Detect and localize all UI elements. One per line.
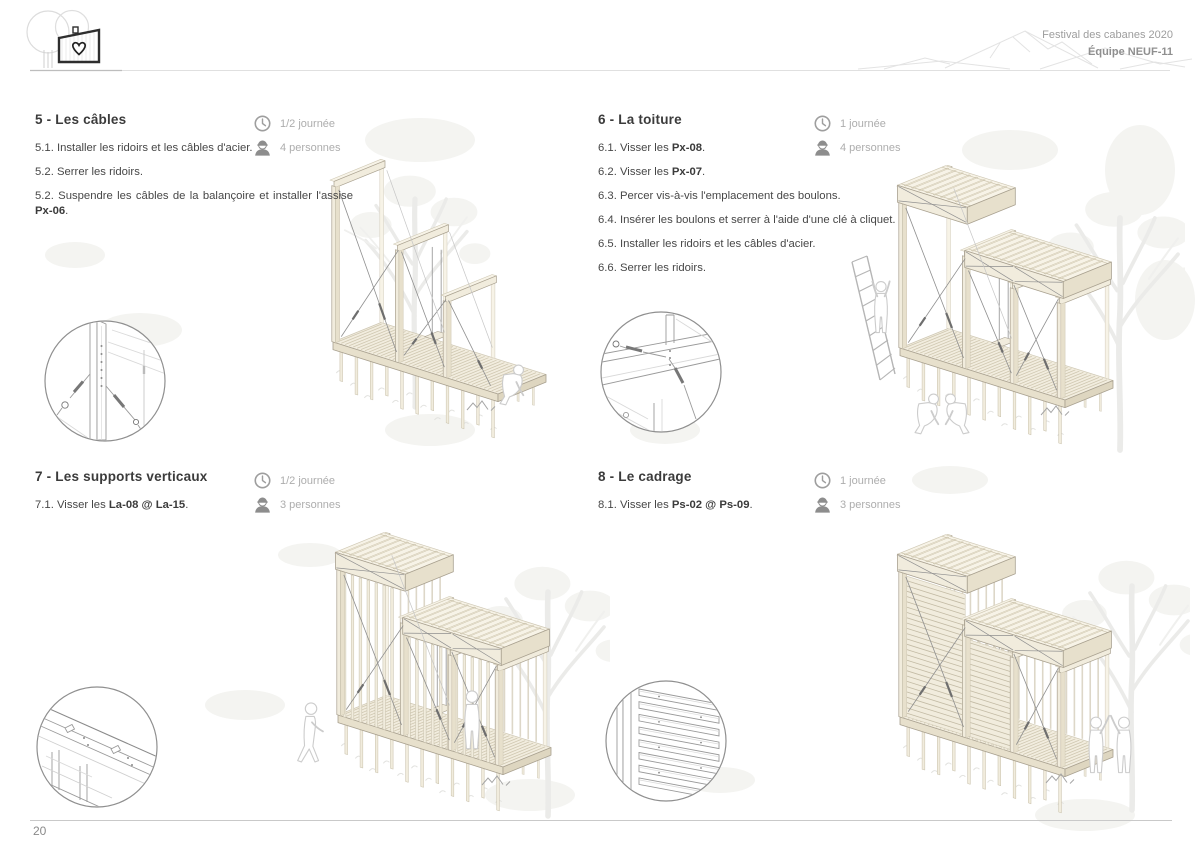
section-6-steps: 6.1. Visser les Px-08. 6.2. Visser les P… (598, 141, 916, 275)
assembly-drawing-6 (851, 165, 1185, 453)
mountains-decoration (857, 30, 1193, 70)
header-team-name: Équipe NEUF-11 (1088, 46, 1173, 59)
step-text: 8.1. Visser les Ps-02 @ Ps-09. (598, 499, 753, 511)
step-text: 5.1. Installer les ridoirs et les câbles… (35, 142, 253, 154)
duration-label: 1 journée (840, 474, 886, 487)
footer-rule (30, 819, 1172, 822)
section-8-title: 8 - Le cadrage (598, 469, 692, 484)
step-text: 7.1. Visser les La-08 @ La-15. (35, 499, 189, 511)
crew-label: 3 personnes (840, 498, 901, 511)
duration-label: 1 journée (840, 117, 886, 130)
clock-icon (253, 471, 272, 490)
section-6-title: 6 - La toiture (598, 112, 682, 127)
worker-icon (253, 139, 272, 156)
section-8-steps: 8.1. Visser les Ps-02 @ Ps-09. (598, 498, 916, 513)
section-5-meta: 1/2 journée 4 personnes (253, 114, 341, 156)
step-text: 6.2. Visser les Px-07. (598, 165, 706, 178)
detail-circle-8 (605, 680, 727, 802)
worker-icon (813, 139, 832, 156)
worker-icon (253, 496, 272, 513)
header-text-block: Festival des cabanes 2020 Équipe NEUF-11 (1042, 27, 1173, 61)
clock-icon (813, 471, 832, 490)
step-text: 5.2. Serrer les ridoirs. (35, 165, 143, 178)
section-5-steps: 5.1. Installer les ridoirs et les câbles… (35, 141, 353, 219)
step-text: 5.2. Suspendre les câbles de la balançoi… (35, 189, 353, 217)
section-5: 5 - Les câbles 5.1. Installer les ridoir… (35, 112, 353, 228)
section-8-meta: 1 journée 3 personnes (813, 471, 901, 513)
header-project-title: Festival des cabanes 2020 (1042, 29, 1173, 41)
step-text: 6.3. Percer vis-à-vis l'emplacement des … (598, 189, 841, 202)
section-8: 8 - Le cadrage 8.1. Visser les Ps-02 @ P… (598, 469, 916, 522)
crew-label: 4 personnes (280, 141, 341, 154)
section-7-steps: 7.1. Visser les La-08 @ La-15. (35, 498, 353, 513)
detail-circle-6 (600, 311, 722, 433)
step-text: 6.4. Insérer les boulons et serrer à l'a… (598, 213, 896, 226)
section-7: 7 - Les supports verticaux 7.1. Visser l… (35, 469, 353, 522)
assembly-drawing-5 (329, 159, 547, 439)
assembly-drawing-7 (297, 532, 610, 819)
step-text: 6.1. Visser les Px-08. (598, 142, 706, 154)
section-7-title: 7 - Les supports verticaux (35, 469, 208, 484)
section-6-meta: 1 journée 4 personnes (813, 114, 901, 156)
crew-label: 4 personnes (840, 141, 901, 154)
page-number: 20 (33, 824, 47, 838)
header-art (26, 9, 1193, 72)
clock-icon (253, 114, 272, 133)
section-7-meta: 1/2 journée 3 personnes (253, 471, 341, 513)
step-text: 6.5. Installer les ridoirs et les câbles… (598, 237, 816, 250)
assembly-drawing-8 (896, 534, 1190, 814)
duration-label: 1/2 journée (280, 117, 336, 130)
duration-label: 1/2 journée (280, 474, 336, 487)
clock-icon (813, 114, 832, 133)
step-text: 6.6. Serrer les ridoirs. (598, 261, 706, 274)
crew-label: 3 personnes (280, 498, 341, 511)
cabin-heart-logo (26, 9, 101, 68)
detail-circle-7 (36, 686, 158, 808)
worker-icon (813, 496, 832, 513)
section-6: 6 - La toiture 6.1. Visser les Px-08. 6.… (598, 112, 916, 284)
section-5-title: 5 - Les câbles (35, 112, 127, 127)
detail-circle-5 (44, 320, 166, 442)
